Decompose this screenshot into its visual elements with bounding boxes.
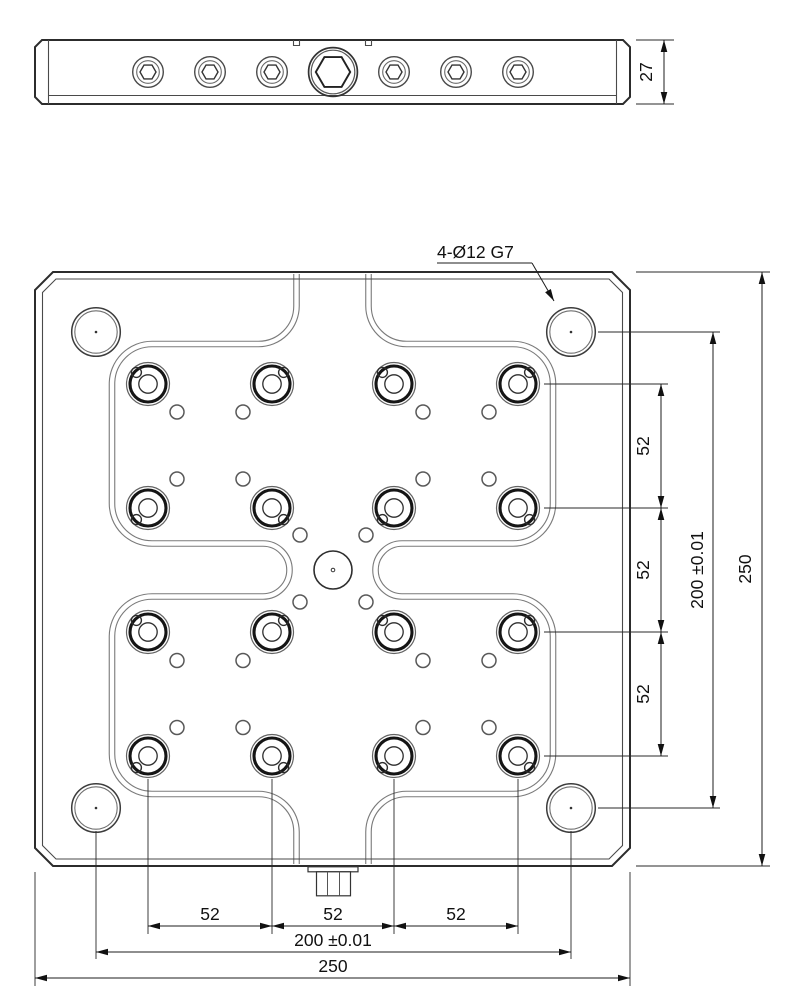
plate-outline — [34, 271, 631, 867]
dim-label-pattern-bottom: 200 ±0.01 — [294, 930, 372, 950]
dim-label-pitch-bottom-1: 52 — [200, 904, 219, 924]
socket-screw-icon — [378, 56, 410, 89]
socket-screw-icon — [256, 56, 288, 89]
dim-label-pitch-right-1: 52 — [633, 436, 653, 455]
center-hex-plug — [307, 46, 359, 98]
socket-screw-icon — [502, 56, 534, 89]
plate-chamfer-contour — [41, 278, 624, 860]
plan-view — [34, 271, 631, 897]
dim-label-overall-bottom: 250 — [318, 956, 347, 976]
seal-groove-right — [365, 274, 557, 864]
seal-groove-left — [108, 274, 300, 864]
hole-callout-label: 4-Ø12 G7 — [437, 242, 514, 262]
dim-label-overall-right: 250 — [735, 554, 755, 583]
dim-label-pattern-right: 200 ±0.01 — [687, 531, 707, 609]
dimensions: 52 52 52 200 ±0.01 250 27 52 52 52 200 ±… — [34, 39, 770, 986]
side-view-outline — [34, 39, 631, 105]
dim-label-thickness: 27 — [636, 62, 656, 81]
socket-screw-icon — [193, 56, 227, 89]
clamping-chucks — [124, 360, 542, 780]
leader-line — [531, 262, 555, 302]
groove-notch-right — [364, 40, 373, 47]
air-fitting — [307, 866, 359, 897]
center-bore — [313, 550, 353, 590]
side-view — [34, 39, 631, 105]
groove-notch-left — [292, 40, 301, 47]
dim-label-pitch-bottom-2: 52 — [323, 904, 342, 924]
socket-screw-icon — [131, 56, 165, 89]
dim-label-pitch-bottom-3: 52 — [446, 904, 465, 924]
dim-label-pitch-right-3: 52 — [633, 684, 653, 703]
dim-label-pitch-right-2: 52 — [633, 560, 653, 579]
socket-screw-icon — [440, 56, 472, 89]
